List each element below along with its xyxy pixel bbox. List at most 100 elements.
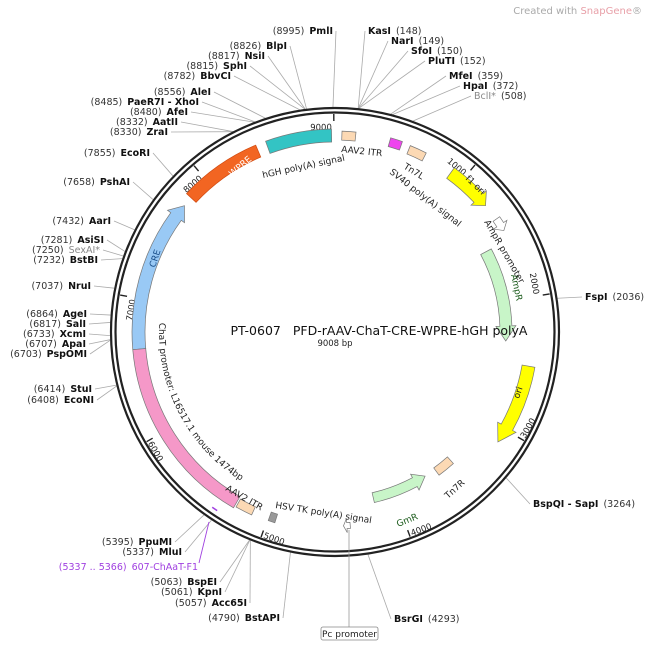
tick-mark [146, 437, 154, 443]
enzyme-site-sphi[interactable]: (8815)SphI [186, 61, 247, 72]
enzyme-site-sfoi[interactable]: SfoI(150) [411, 46, 463, 57]
feature-f1-ori[interactable] [446, 167, 487, 207]
watermark-prefix: Created with [513, 6, 581, 17]
feature-label-tn7r[interactable]: Tn7R [443, 478, 468, 502]
feature-label-ori[interactable]: ori [512, 386, 525, 400]
enzyme-site-ecori[interactable]: (7855)EcoRI [84, 148, 150, 159]
enzyme-site-acc65i[interactable]: (5057)Acc65I [175, 598, 247, 609]
enzyme-leader-line [357, 30, 366, 109]
feature-chat-promoter[interactable] [132, 348, 241, 509]
feature-aav2-itr-bottom[interactable] [235, 498, 256, 516]
enzyme-site-blpi[interactable]: (8826)BlpI [230, 41, 287, 52]
enzyme-leader-line [102, 249, 124, 257]
enzyme-site-bspqi-sapi[interactable]: BspQI - SapI(3264) [533, 499, 635, 510]
feature-ampr-promoter[interactable] [492, 216, 508, 231]
enzyme-leader-line [93, 285, 115, 289]
enzyme-leader-line [94, 384, 117, 390]
enzyme-site-pluti[interactable]: PluTI(152) [428, 56, 486, 67]
feature-hsv-tk-polya[interactable] [267, 511, 279, 524]
feature-ori[interactable] [497, 364, 536, 443]
feature-gmr[interactable] [371, 473, 426, 503]
enzyme-site-fspi[interactable]: FspI(2036) [585, 292, 644, 303]
enzyme-site-apai[interactable]: (6707)ApaI [25, 339, 86, 350]
enzyme-site-asisi[interactable]: (7281)AsiSI [41, 235, 104, 246]
feature-wpre[interactable] [186, 144, 262, 203]
feature-sv40-polya[interactable] [387, 137, 403, 151]
enzyme-leader-line [390, 75, 447, 115]
feature-label-chat-promoter[interactable]: ChaT promoter: L16517.1 mouse 1474bp [156, 323, 245, 484]
enzyme-site-mfei[interactable]: MfeI(359) [449, 71, 503, 82]
enzyme-site-agei[interactable]: (6864)AgeI [26, 309, 87, 320]
feature-tn7r[interactable] [433, 456, 454, 476]
enzyme-leader-line [88, 322, 111, 325]
enzyme-leader-line [89, 339, 111, 355]
feature-label-aav2-itr-top[interactable]: AAV2 ITR [341, 145, 383, 159]
features [131, 128, 536, 533]
enzyme-site-bstbi[interactable]: (7232)BstBI [33, 255, 98, 266]
enzyme-site-bstapi[interactable]: (4790)BstAPI [208, 613, 280, 624]
enzyme-site-bbvci[interactable]: (8782)BbvCI [164, 71, 231, 82]
enzyme-site-pspomi[interactable]: (6703)PspOMI [10, 349, 87, 360]
enzyme-site-pmli[interactable]: (8995)PmlI [273, 26, 333, 37]
enzyme-site-kpni[interactable]: (5061)KpnI [161, 587, 222, 598]
enzyme-leader-line [88, 333, 111, 337]
tick-label: 6000 [145, 440, 165, 464]
enzyme-leader-line [357, 40, 389, 109]
enzyme-site-stui[interactable]: (6414)StuI [34, 384, 92, 395]
snapgene-watermark: Created with SnapGene® [513, 6, 642, 17]
primer-arrow[interactable] [211, 506, 218, 512]
backbone-ring [109, 106, 561, 558]
feature-label-pc-promoter[interactable]: Pc promoter [322, 630, 377, 640]
enzyme-leader-line [96, 385, 117, 401]
enzyme-site-xcmi[interactable]: (6733)XcmI [23, 329, 86, 340]
enzyme-site-kasi[interactable]: KasI(148) [368, 26, 422, 37]
enzyme-site-afei[interactable]: (8480)AfeI [130, 107, 188, 118]
enzyme-leader-line [224, 540, 251, 593]
enzyme-site-nari[interactable]: NarI(149) [391, 36, 444, 47]
enzyme-site-pshai[interactable]: (7658)PshAI [63, 177, 130, 188]
enzyme-leader-lines [88, 30, 583, 620]
enzyme-site-bsrgi[interactable]: BsrGI(4293) [394, 614, 460, 625]
plasmid-length: 9008 bp [317, 339, 352, 349]
feature-hgh-polya[interactable] [265, 128, 333, 154]
tick-mark [407, 529, 411, 537]
enzyme-leader-line [213, 91, 266, 119]
enzyme-leader-line [100, 258, 123, 261]
enzyme-site-aari[interactable]: (7432)AarI [52, 216, 111, 227]
enzyme-leader-line [392, 85, 461, 115]
enzyme-site-zrai[interactable]: (8330)ZraI [110, 127, 168, 138]
enzyme-site-sexai-[interactable]: (7250)SexAI* [32, 245, 100, 256]
enzyme-site-ppumi[interactable]: (5395)PpuMI [102, 537, 172, 548]
feature-label-hsv-tk-polya[interactable]: HSV TK poly(A) signal [275, 501, 373, 526]
feature-tn7l[interactable] [406, 145, 427, 162]
pc-promoter-label-box [320, 626, 379, 641]
tick-label: 4000 [410, 522, 434, 539]
enzyme-site-hpai[interactable]: HpaI(372) [463, 81, 518, 92]
enzyme-leader-line [332, 30, 337, 108]
enzyme-site-bspei[interactable]: (5063)BspEI [151, 577, 217, 588]
feature-aav2-itr-top[interactable] [341, 130, 357, 142]
enzyme-site-mlui[interactable]: (5337)MluI [122, 547, 182, 558]
enzyme-leader-line [289, 45, 307, 109]
enzyme-site-nsii[interactable]: (8817)NsiI [208, 51, 265, 62]
enzyme-site-alei[interactable]: (8556)AleI [154, 87, 211, 98]
enzyme-leader-line [219, 539, 250, 583]
primer-label[interactable]: (5337 .. 5366)607-ChAaT-F1 [59, 562, 198, 573]
enzyme-site-econi[interactable]: (6408)EcoNI [27, 395, 94, 406]
watermark-brand: SnapGene [580, 6, 632, 17]
enzyme-site-sali[interactable]: (6817)SalI [29, 319, 86, 330]
feature-label-hgh-polya[interactable]: hGH poly(A) signal [262, 154, 346, 181]
enzyme-site-bcli-[interactable]: BclI*(508) [474, 91, 526, 102]
feature-pc-promoter[interactable] [343, 518, 351, 533]
tick-mark [542, 293, 550, 296]
enzyme-site-aatii[interactable]: (8332)AatII [116, 117, 178, 128]
enzyme-leader-line [267, 55, 306, 110]
enzyme-leader-line [249, 65, 306, 110]
feature-cre[interactable] [131, 205, 185, 351]
watermark-suffix: ® [632, 6, 642, 17]
enzyme-site-paer7i-xhoi[interactable]: (8485)PaeR7I - XhoI [91, 97, 199, 108]
enzyme-site-nrui[interactable]: (7037)NruI [31, 281, 91, 292]
feature-ampr[interactable] [480, 248, 517, 342]
